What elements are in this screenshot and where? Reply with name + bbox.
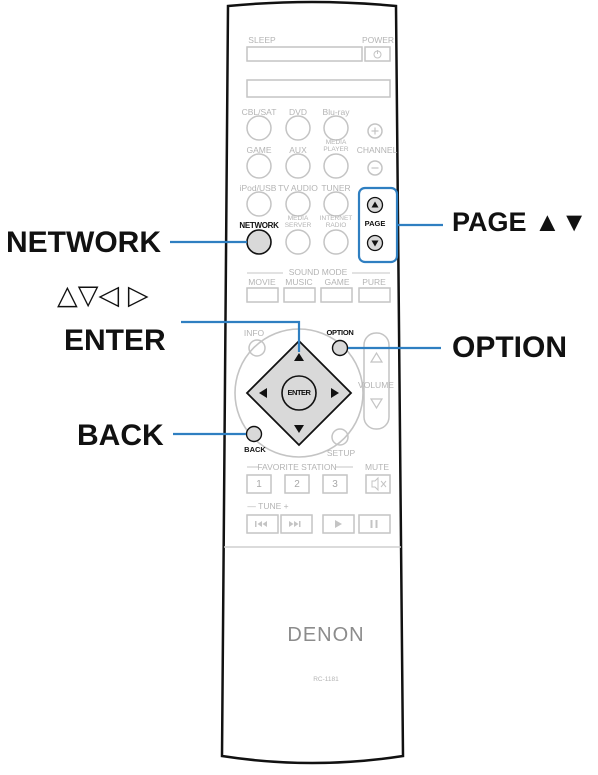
brand-logo: DENON	[287, 624, 365, 646]
favorite-3-button[interactable]	[322, 474, 348, 494]
media-server-label: MEDIA SERVER	[284, 215, 312, 229]
tv-audio-label: TV AUDIO	[278, 183, 318, 193]
setup-button[interactable]	[331, 428, 349, 446]
volume-up-icon	[369, 351, 384, 363]
pure-label: PURE	[362, 277, 386, 287]
power-icon	[373, 50, 382, 59]
channel-plus-icon	[371, 127, 379, 135]
tuner-label: TUNER	[321, 183, 351, 193]
movie-label: MOVIE	[248, 277, 276, 287]
setup-label: SETUP	[326, 448, 356, 458]
cursor-down-icon	[294, 425, 304, 433]
enter-label: ENTER	[287, 388, 311, 397]
option-callout: OPTION	[452, 331, 568, 364]
power-button[interactable]	[364, 46, 391, 62]
media-player-label: MEDIA PLAYER	[323, 139, 349, 153]
pause-icon	[370, 520, 378, 528]
pure-button[interactable]	[358, 287, 391, 303]
page-callout: PAGE ▲▼	[452, 207, 588, 237]
cursor-right-icon	[331, 388, 339, 398]
page-down-icon	[371, 240, 379, 247]
dvd-label: DVD	[289, 107, 307, 117]
back-callout: BACK	[77, 419, 164, 452]
enter-button[interactable]	[281, 375, 317, 411]
pause-button[interactable]	[358, 514, 391, 534]
music-button[interactable]	[283, 287, 316, 303]
channel-up-button[interactable]	[367, 123, 383, 139]
next-track-icon	[289, 521, 301, 527]
mute-button[interactable]	[365, 474, 391, 494]
aux-label: AUX	[289, 145, 307, 155]
media-server-button[interactable]	[285, 229, 311, 255]
bluray-label: Blu-ray	[322, 107, 350, 117]
favorite-1-label: 1	[256, 479, 262, 490]
page-up-icon	[371, 201, 379, 208]
game-mode-button[interactable]	[320, 287, 353, 303]
ipod-usb-button[interactable]	[246, 191, 272, 217]
sound-mode-label: SOUND MODE	[288, 267, 348, 277]
favorite-station-label: FAVORITE STATION	[257, 462, 337, 472]
volume-label: VOLUME	[358, 380, 394, 390]
internet-radio-button[interactable]	[323, 229, 349, 255]
back-label: BACK	[244, 445, 266, 454]
prev-track-icon	[255, 521, 267, 527]
mute-label: MUTE	[364, 462, 390, 472]
sleep-button[interactable]	[246, 46, 363, 62]
volume-down-icon	[369, 398, 384, 410]
internet-radio-label: INTERNET RADIO	[319, 215, 353, 229]
aux-button[interactable]	[285, 153, 311, 179]
game-label: GAME	[246, 145, 272, 155]
enter-callout: ENTER	[64, 324, 166, 357]
tv-audio-button[interactable]	[285, 191, 311, 217]
cursor-arrows-callout: △▽◁ ▷	[57, 280, 149, 311]
movie-button[interactable]	[246, 287, 279, 303]
favorite-3-label: 3	[332, 479, 338, 490]
mute-icon	[371, 476, 387, 492]
cbl-sat-button[interactable]	[246, 115, 272, 141]
cursor-up-icon	[294, 353, 304, 361]
bluray-button[interactable]	[323, 115, 349, 141]
volume-rocker[interactable]	[363, 332, 390, 430]
prev-track-button[interactable]	[246, 514, 279, 534]
cursor-left-icon	[259, 388, 267, 398]
option-button[interactable]	[331, 339, 349, 357]
favorite-2-label: 2	[294, 479, 300, 490]
channel-down-button[interactable]	[367, 160, 383, 176]
channel-label: CHANNEL	[356, 145, 398, 155]
network-callout: NETWORK	[6, 226, 161, 259]
game-button[interactable]	[246, 153, 272, 179]
game-mode-label: GAME	[324, 277, 350, 287]
play-icon	[335, 520, 342, 528]
favorite-1-button[interactable]	[246, 474, 272, 494]
media-player-button[interactable]	[323, 153, 349, 179]
option-label: OPTION	[326, 328, 354, 337]
power-label: POWER	[361, 35, 395, 45]
display-window	[246, 79, 391, 98]
info-label: INFO	[243, 328, 265, 338]
info-button[interactable]	[248, 339, 266, 357]
music-label: MUSIC	[285, 277, 313, 287]
tune-label: — TUNE +	[247, 501, 289, 511]
network-label: NETWORK	[239, 221, 279, 230]
dvd-button[interactable]	[285, 115, 311, 141]
cbl-sat-label: CBL/SAT	[241, 107, 277, 117]
next-track-button[interactable]	[280, 514, 313, 534]
model-number: RC-1181	[313, 676, 339, 683]
back-button[interactable]	[245, 425, 263, 443]
page-label: PAGE	[364, 219, 386, 228]
tuner-button[interactable]	[323, 191, 349, 217]
play-button[interactable]	[322, 514, 355, 534]
network-button[interactable]	[246, 229, 272, 255]
sleep-label: SLEEP	[248, 35, 276, 45]
ipod-usb-label: iPod/USB	[239, 183, 277, 193]
favorite-2-button[interactable]	[284, 474, 310, 494]
enter-callout-line	[181, 320, 301, 352]
